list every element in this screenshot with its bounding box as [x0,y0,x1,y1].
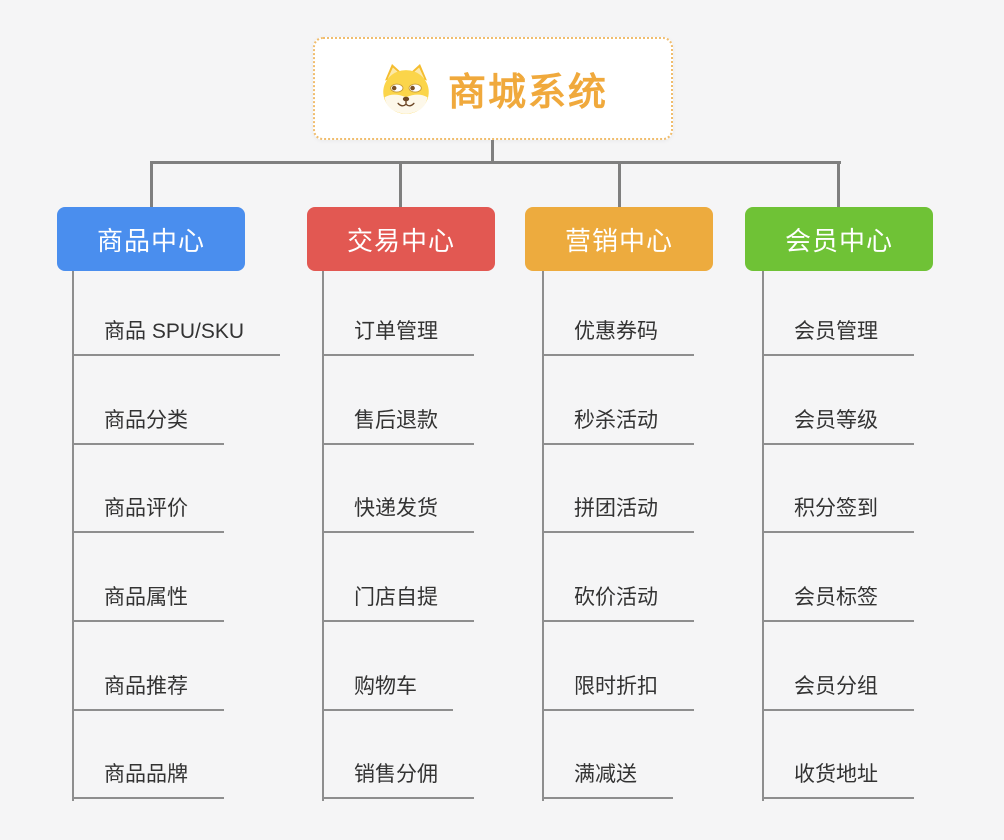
root-title: 商城系统 [447,72,608,114]
connector-spine [150,161,841,164]
leaf-node[interactable]: 商品推荐 [74,673,224,711]
connector-root-stub [491,140,494,163]
leaf-node[interactable]: 商品品牌 [74,761,224,799]
leaf-node[interactable]: 商品分类 [74,407,224,445]
leaf-node[interactable]: 会员分组 [764,673,914,711]
leaf-node[interactable]: 购物车 [324,673,453,711]
branch-node-trade-center[interactable]: 交易中心 [307,207,495,271]
leaf-node[interactable]: 商品属性 [74,584,224,622]
leaf-node[interactable]: 收货地址 [764,761,914,799]
connector-drop-trade [399,161,402,207]
leaf-node[interactable]: 售后退款 [324,407,474,445]
branch-children-member-center: 会员管理 会员等级 积分签到 会员标签 会员分组 收货地址 [762,271,1004,801]
branch-node-product-center[interactable]: 商品中心 [57,207,245,271]
connector-drop-marketing [618,161,621,207]
leaf-node[interactable]: 限时折扣 [544,673,694,711]
connector-drop-product [150,161,153,207]
branch-children-trade-center: 订单管理 售后退款 快递发货 门店自提 购物车 销售分佣 [322,271,564,801]
shiba-dog-icon [383,64,429,114]
connector-drop-member [837,161,840,207]
leaf-node[interactable]: 满减送 [544,761,673,799]
leaf-node[interactable]: 门店自提 [324,584,474,622]
leaf-node[interactable]: 砍价活动 [544,584,694,622]
branch-children-marketing-center: 优惠券码 秒杀活动 拼团活动 砍价活动 限时折扣 满减送 [542,271,784,801]
leaf-node[interactable]: 优惠券码 [544,318,694,356]
branch-node-member-center[interactable]: 会员中心 [745,207,933,271]
leaf-node[interactable]: 商品 SPU/SKU [74,318,281,356]
leaf-node[interactable]: 快递发货 [324,495,474,533]
leaf-node[interactable]: 秒杀活动 [544,407,694,445]
branch-node-marketing-center[interactable]: 营销中心 [525,207,713,271]
leaf-node[interactable]: 订单管理 [324,318,474,356]
leaf-node[interactable]: 会员标签 [764,584,914,622]
leaf-node[interactable]: 拼团活动 [544,495,694,533]
leaf-node[interactable]: 会员等级 [764,407,914,445]
leaf-node[interactable]: 积分签到 [764,495,914,533]
leaf-node[interactable]: 销售分佣 [324,761,474,799]
leaf-node[interactable]: 会员管理 [764,318,914,356]
branch-children-product-center: 商品 SPU/SKU 商品分类 商品评价 商品属性 商品推荐 商品品牌 [72,271,314,801]
root-node-mall-system[interactable]: 商城系统 [313,37,673,140]
leaf-node[interactable]: 商品评价 [74,495,224,533]
